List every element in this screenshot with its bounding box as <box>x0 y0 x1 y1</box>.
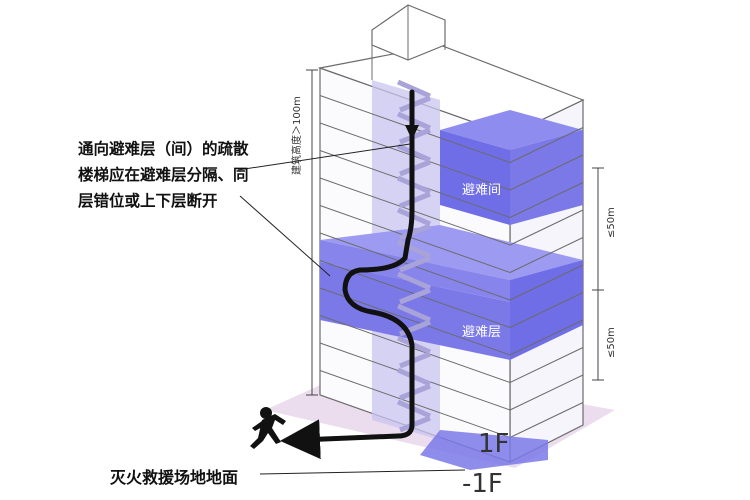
stair-flight <box>396 79 432 113</box>
ground-label: 灭火救援场地地面 <box>110 468 239 487</box>
side-floor-line <box>509 319 584 356</box>
callout-line-1: 通向避难层（间）的疏散 <box>78 140 249 158</box>
floor-line <box>319 287 511 356</box>
side-floor-line <box>509 182 584 218</box>
refuge-floor-face <box>320 240 510 302</box>
side-floor-line <box>509 154 584 191</box>
refuge-room-label: 避难间 <box>462 183 501 198</box>
evacuation-path <box>280 89 415 460</box>
floor-line <box>319 177 511 246</box>
ground-pointer <box>259 469 466 475</box>
floor-b1-label: -1F <box>462 469 503 499</box>
side-floor-line <box>509 347 584 383</box>
side-floor-line <box>509 237 584 273</box>
side-floor-line <box>509 127 584 163</box>
basement-slab <box>420 430 548 470</box>
side-floor-line <box>509 402 584 438</box>
callout-line-3: 层错位或上下层断开 <box>78 192 218 210</box>
spacing-top-label: ≤50m <box>606 207 617 238</box>
refuge-floor-label: 避难层 <box>462 325 501 340</box>
refuge-floor-top <box>320 225 583 280</box>
side-floor-lines <box>509 127 584 438</box>
stair-flight <box>396 239 432 273</box>
floor-line <box>319 370 511 438</box>
side-floor-line <box>509 209 584 246</box>
side-floor-line <box>509 292 584 328</box>
side-floor-line <box>509 264 584 301</box>
floor-line <box>319 205 511 273</box>
side-floor-line <box>509 374 584 411</box>
callout-pointer-1 <box>237 143 411 171</box>
floor-line <box>319 315 511 383</box>
floor-1-label: 1F <box>478 429 510 459</box>
stair-callout: 通向避难层（间）的疏散 楼梯应在避难层分隔、同 层错位或上下层断开 <box>78 136 288 214</box>
height-note: 建筑高度＞100m <box>290 96 303 175</box>
spacing-bottom-label: ≤50m <box>606 327 617 358</box>
callout-pointer-2 <box>239 195 331 277</box>
floor-line <box>319 122 511 191</box>
stair-flight <box>396 271 432 305</box>
refuge-room-top <box>440 110 583 150</box>
arrow-icon <box>405 125 419 140</box>
callout-line-2: 楼梯应在避难层分隔、同 <box>78 166 249 184</box>
running-person-icon <box>250 407 286 449</box>
